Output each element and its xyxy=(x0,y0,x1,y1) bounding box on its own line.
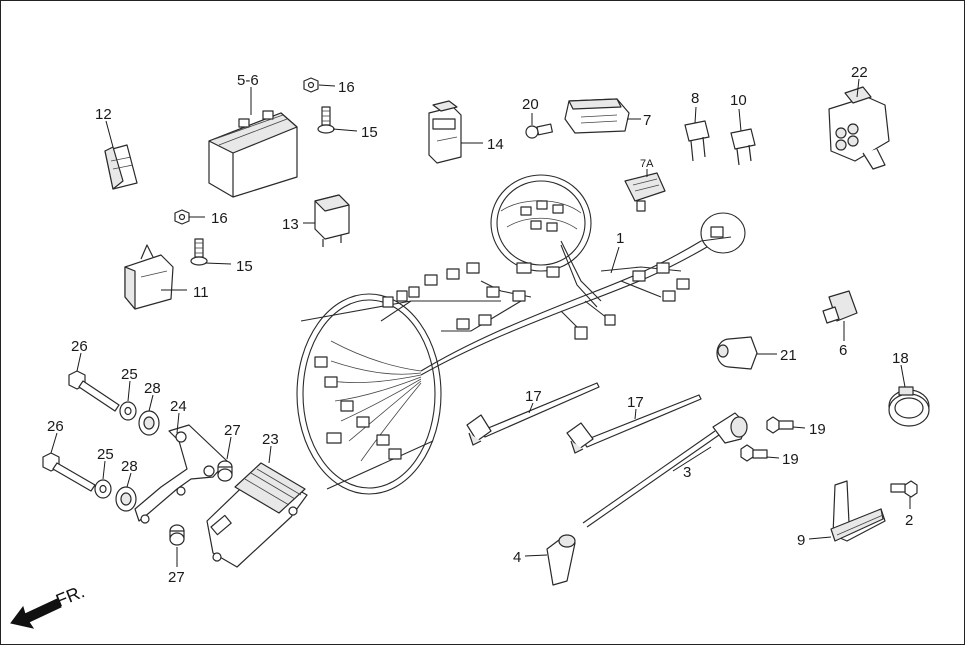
callout-25-upper: 25 xyxy=(121,366,138,383)
part-9-clamp-bracket xyxy=(830,480,886,542)
callout-19-lower: 19 xyxy=(782,451,799,468)
callout-2: 2 xyxy=(905,512,913,529)
callout-16-lower: 16 xyxy=(211,210,228,227)
callout-22: 22 xyxy=(851,64,868,81)
callout-13: 13 xyxy=(282,216,299,233)
part-21-cylinder-part xyxy=(716,336,758,370)
callout-28-lower: 28 xyxy=(121,458,138,475)
part-6-sensor xyxy=(822,290,858,324)
part-19-bolt-lower xyxy=(740,444,768,462)
callout-26-upper: 26 xyxy=(71,338,88,355)
callout-labels: 12 5-6 16 15 14 20 7 8 10 22 7A 16 13 15… xyxy=(47,64,913,586)
callout-25-lower: 25 xyxy=(97,446,114,463)
part-1-wire-harness xyxy=(296,174,746,495)
part-13-relay xyxy=(314,194,350,247)
callout-27-upper: 27 xyxy=(224,422,241,439)
callout-27-lower: 27 xyxy=(168,569,185,586)
part-19-bolt-upper xyxy=(766,416,794,434)
callout-3: 3 xyxy=(683,464,691,481)
part-20-bolt xyxy=(525,123,553,139)
callout-21: 21 xyxy=(780,347,797,364)
part-10-fuse xyxy=(730,128,756,166)
part-8-fuse xyxy=(684,120,710,162)
callout-20: 20 xyxy=(522,96,539,113)
callout-12: 12 xyxy=(95,106,112,123)
callout-24: 24 xyxy=(170,398,187,415)
part-7-control-module xyxy=(564,98,630,134)
part-25-washer-upper xyxy=(119,401,137,421)
callout-9: 9 xyxy=(797,532,805,549)
callout-23: 23 xyxy=(262,431,279,448)
part-18-hose-clamp xyxy=(888,386,930,427)
part-16-nut-top xyxy=(303,77,319,93)
front-label: FR. xyxy=(53,581,87,610)
callout-4: 4 xyxy=(513,549,521,566)
part-17-cable-tie-left xyxy=(466,382,600,446)
part-22-multi-pin-connector xyxy=(828,86,890,170)
part-24-mounting-bracket xyxy=(134,424,228,524)
part-26-bolt-lower xyxy=(42,452,96,492)
part-11-battery-bracket xyxy=(124,244,174,310)
part-15-bolt-lower xyxy=(190,238,208,266)
part-7a-connector xyxy=(624,172,666,212)
part-27-spacer-lower xyxy=(169,524,185,546)
leader-lines xyxy=(50,78,911,567)
callout-17-right: 17 xyxy=(627,394,644,411)
callout-19-upper: 19 xyxy=(809,421,826,438)
part-25-washer-lower xyxy=(94,479,112,499)
part-4-plug-cap xyxy=(546,534,576,586)
part-14-connector-block xyxy=(428,100,462,164)
callout-10: 10 xyxy=(730,92,747,109)
callout-11: 11 xyxy=(193,284,209,301)
callout-18: 18 xyxy=(892,350,909,367)
part-28-bushing-lower xyxy=(115,486,137,512)
callout-26-lower: 26 xyxy=(47,418,64,435)
callout-16-top: 16 xyxy=(338,79,355,96)
part-3-sensor-cable xyxy=(582,412,748,528)
part-23-regulator xyxy=(206,462,308,568)
part-28-bushing-upper xyxy=(138,410,160,436)
part-12-fuse-holder xyxy=(104,144,138,190)
callout-6: 6 xyxy=(839,342,847,359)
part-27-spacer-upper xyxy=(217,460,233,482)
callout-7: 7 xyxy=(643,112,651,129)
part-5-6-battery xyxy=(208,110,298,198)
part-16-nut-lower xyxy=(174,209,190,225)
front-direction-marker: FR. xyxy=(10,581,87,629)
callout-17-left: 17 xyxy=(525,388,542,405)
callout-5-6: 5-6 xyxy=(237,72,259,89)
callout-15-lower: 15 xyxy=(236,258,253,275)
part-26-bolt-upper xyxy=(68,370,120,412)
part-17-cable-tie-right xyxy=(566,394,702,454)
callout-28-upper: 28 xyxy=(144,380,161,397)
callout-1: 1 xyxy=(616,230,624,247)
part-15-bolt-top xyxy=(317,106,335,134)
callout-8: 8 xyxy=(691,90,699,107)
front-arrow-icon xyxy=(10,598,62,629)
callout-15-top: 15 xyxy=(361,124,378,141)
part-2-bolt xyxy=(890,480,918,498)
callout-14: 14 xyxy=(487,136,504,153)
callout-7a: 7A xyxy=(640,158,654,170)
